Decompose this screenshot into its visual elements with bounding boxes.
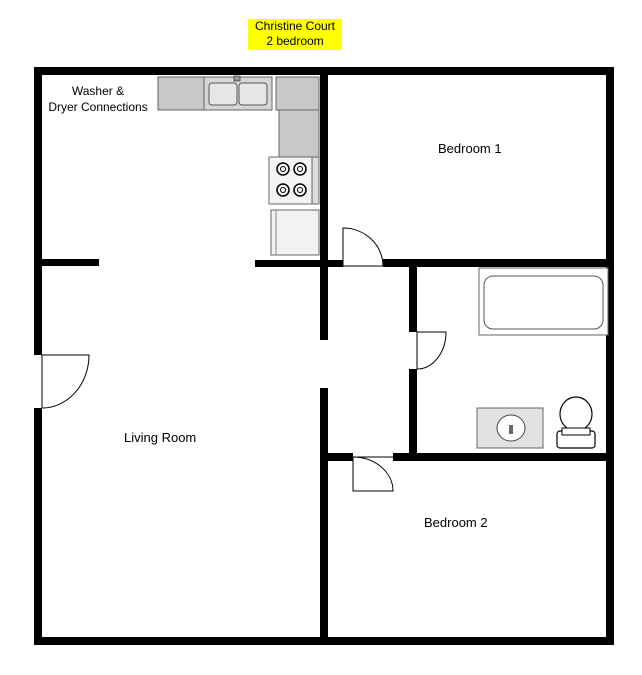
- bath-wall-lower: [409, 369, 417, 455]
- kitchen-hall-wall: [255, 260, 343, 267]
- bathroom-door: [416, 331, 447, 370]
- plan-title: Christine Court 2 bedroom: [248, 19, 342, 50]
- hall-wall-lower: [320, 388, 328, 645]
- bedroom2-wall-left: [328, 453, 353, 461]
- bedroom1-label: Bedroom 1: [438, 141, 502, 156]
- right-wall: [606, 67, 614, 645]
- living-room-label: Living Room: [124, 430, 197, 445]
- bath-wall-upper: [409, 267, 417, 332]
- bedroom2-door: [352, 456, 394, 492]
- doors: [41, 227, 447, 492]
- toilet-seat: [561, 427, 591, 436]
- faucet-icon: [233, 75, 241, 82]
- faucet-icon: [509, 425, 513, 434]
- bathroom-fixtures: [476, 267, 609, 449]
- walls: [34, 67, 614, 645]
- laundry-wall: [42, 259, 99, 266]
- stove: [268, 156, 320, 205]
- plan-title-line2: 2 bedroom: [266, 34, 324, 48]
- entry-door: [41, 354, 90, 409]
- plan-title-line1: Christine Court: [254, 19, 336, 33]
- sink-basin-left: [208, 82, 238, 106]
- bedroom1-door: [342, 227, 384, 267]
- bedroom2-wall-right: [393, 453, 614, 461]
- bedroom1-bath-wall: [383, 259, 614, 267]
- washer-label-line1: Washer &: [71, 84, 125, 98]
- hall-wall-upper: [320, 267, 328, 340]
- washer-label-line2: Dryer Connections: [48, 100, 148, 114]
- counter-right: [278, 109, 320, 158]
- washer-dryer-label: Washer & Dryer Connections: [42, 83, 154, 115]
- counter-left: [157, 76, 205, 111]
- left-wall-lower: [34, 408, 42, 645]
- bedroom2-label: Bedroom 2: [424, 515, 488, 530]
- stove-burners: [276, 162, 307, 197]
- stove-backsplash: [311, 156, 320, 205]
- toilet-bowl: [559, 396, 593, 432]
- refrigerator: [270, 209, 320, 256]
- left-wall-upper: [34, 67, 42, 355]
- counter-corner: [275, 76, 320, 111]
- bathtub-basin: [483, 275, 604, 330]
- kitchen-bedroom1-wall: [320, 67, 328, 265]
- kitchen: [157, 75, 320, 256]
- sink-basin-right: [238, 82, 268, 106]
